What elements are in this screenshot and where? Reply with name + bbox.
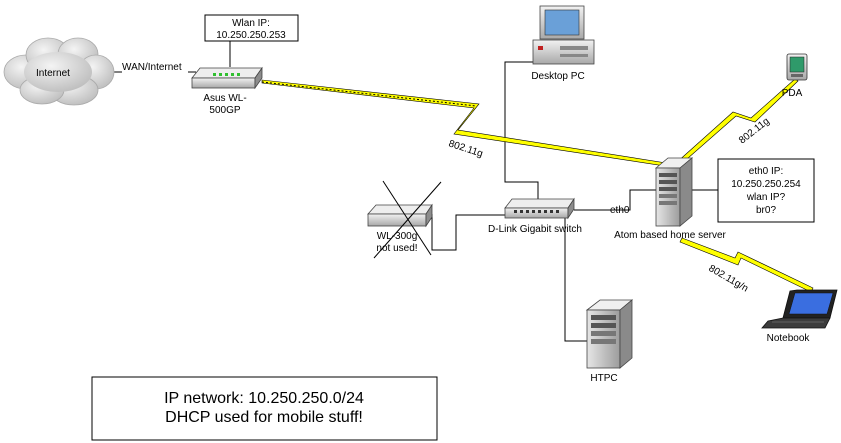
notebook-label: Notebook <box>767 333 811 344</box>
dlink-switch: D-Link Gigabit switch <box>488 197 582 235</box>
server-ip-note: eth0 IP: 10.250.250.254 wlan IP? br0? <box>717 158 815 223</box>
wifi-pda-bolt <box>675 78 799 167</box>
htpc-tower-icon <box>585 299 634 369</box>
router-label-line2: 500GP <box>209 105 240 116</box>
router-icon <box>191 66 263 90</box>
server-label: Atom based home server <box>614 230 726 241</box>
desktop-icon <box>532 5 595 65</box>
cloud-icon <box>3 37 115 106</box>
network-subnet-text: IP network: 10.250.250.0/24 <box>164 390 364 407</box>
pda-icon <box>786 53 808 81</box>
wl300g-device: WL-300g not used! <box>367 180 442 259</box>
internet-cloud: Internet <box>3 37 115 106</box>
switch-to-htpc-line <box>564 218 587 342</box>
wl300g-label-line1: WL-300g <box>377 231 418 242</box>
desktop-pc: Desktop PC <box>531 5 595 82</box>
server-tower-icon <box>654 157 694 227</box>
router-wlan-note: Wlan IP: 10.250.250.253 <box>204 14 299 42</box>
desktop-label: Desktop PC <box>531 71 584 82</box>
network-dhcp-text: DHCP used for mobile stuff! <box>165 409 363 426</box>
pda-device: PDA <box>782 53 808 99</box>
notebook-device: Notebook <box>761 289 838 344</box>
server-br0: br0? <box>756 205 776 216</box>
wan-label: WAN/Internet <box>122 62 182 73</box>
wifi-notebook-label: 802.11g/n <box>707 263 750 294</box>
asus-router: Asus WL- 500GP <box>191 66 263 116</box>
switch-to-server-line <box>574 189 656 211</box>
server-eth0-ip: 10.250.250.254 <box>731 179 801 190</box>
wlan-ip-value: 10.250.250.253 <box>216 30 286 41</box>
htpc-device: HTPC <box>585 299 634 384</box>
switch-label: D-Link Gigabit switch <box>488 224 582 235</box>
network-note: IP network: 10.250.250.0/24 DHCP used fo… <box>91 376 438 441</box>
wlan-ip-title: Wlan IP: <box>232 18 270 29</box>
wl300g-label-line2: not used! <box>376 243 417 254</box>
access-point-icon <box>367 203 433 228</box>
eth0-label: eth0 <box>610 205 630 216</box>
pda-label: PDA <box>782 88 803 99</box>
server-eth0-title: eth0 IP: <box>749 166 783 177</box>
internet-label: Internet <box>36 68 70 79</box>
home-server: Atom based home server <box>614 157 727 241</box>
laptop-icon <box>761 289 838 329</box>
router-label-line1: Asus WL- <box>203 93 246 104</box>
wifi-router-label: 802.11g <box>447 138 484 159</box>
server-wlan-ip: wlan IP? <box>746 192 786 203</box>
switch-icon <box>504 197 575 220</box>
htpc-label: HTPC <box>590 373 617 384</box>
wired-links <box>108 41 718 342</box>
desktop-to-switch-line <box>504 61 540 200</box>
cross-out-icon <box>373 180 442 259</box>
switch-to-wl300g-line <box>431 214 505 251</box>
